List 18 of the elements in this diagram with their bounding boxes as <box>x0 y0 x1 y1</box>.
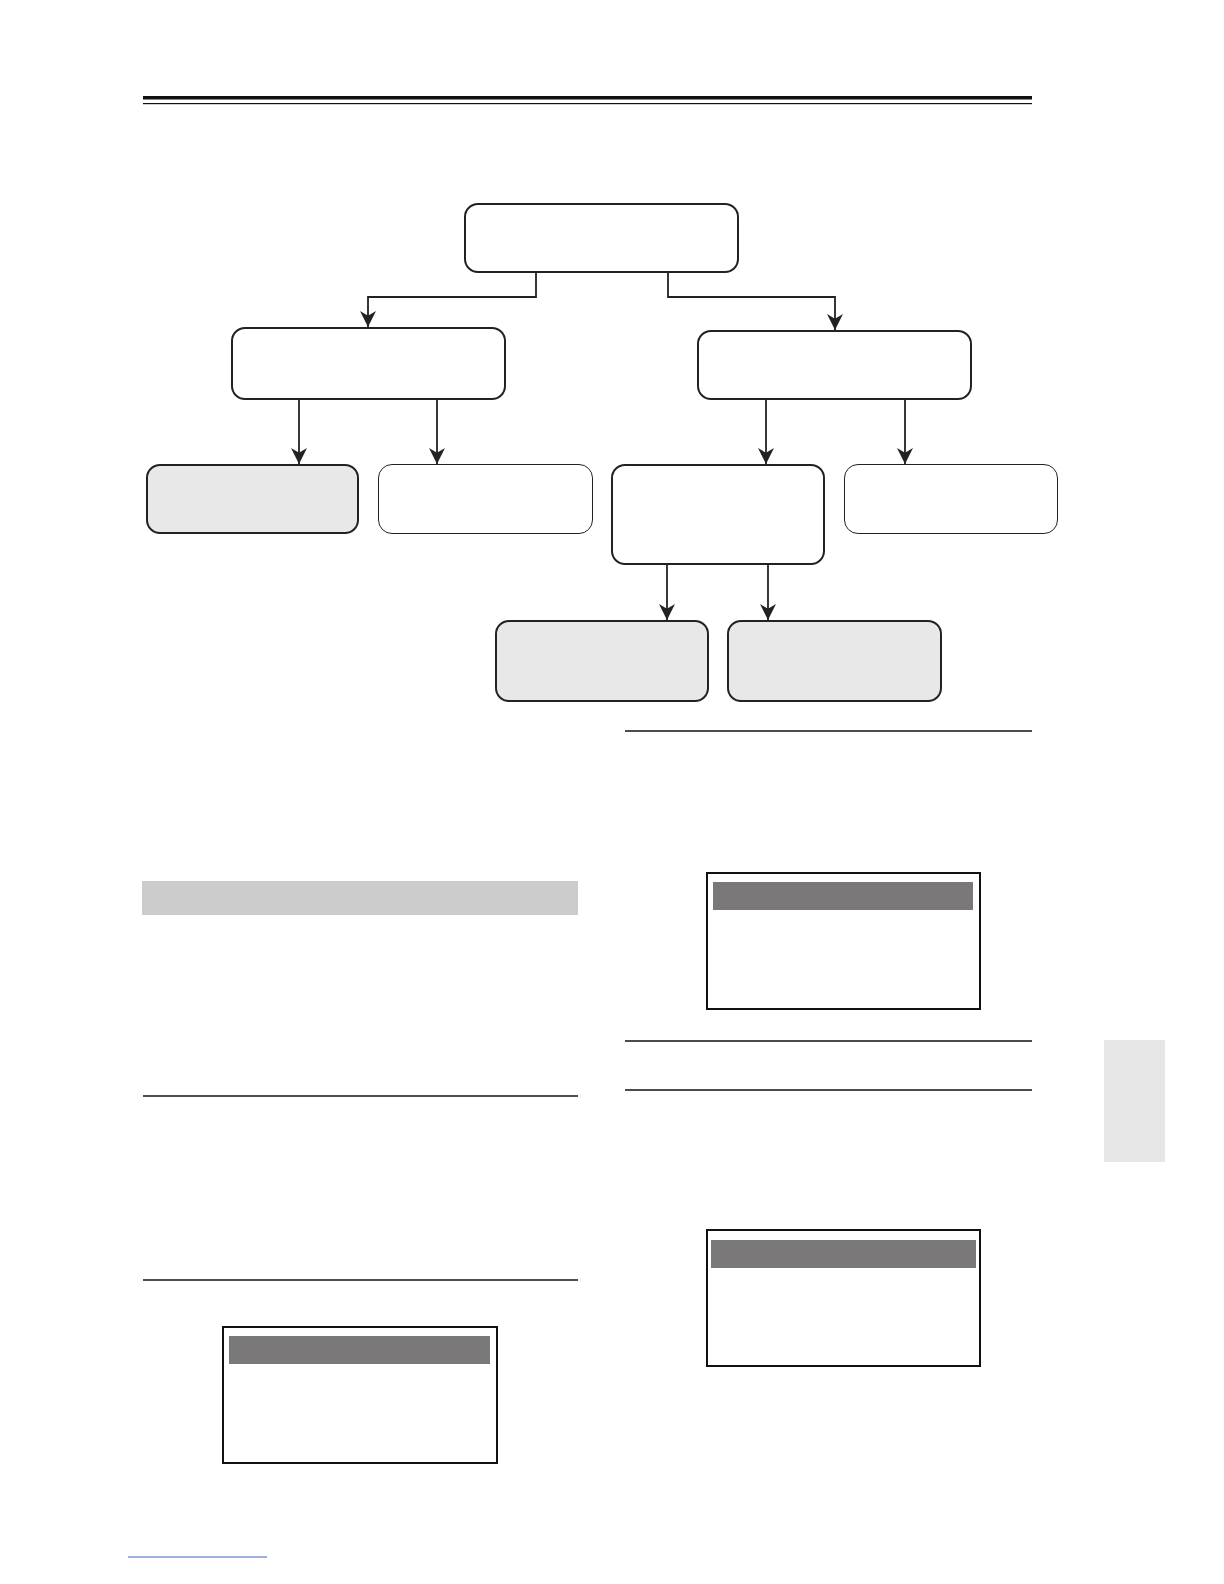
rounded-box <box>697 330 972 400</box>
rounded-box <box>231 327 506 400</box>
rounded-box <box>727 620 942 702</box>
side-tab <box>1104 1040 1165 1162</box>
arrow <box>758 399 774 465</box>
arrow <box>760 564 776 621</box>
arrow <box>897 399 913 465</box>
arrow <box>429 399 445 465</box>
arrow <box>360 272 537 328</box>
rounded-box <box>495 620 709 702</box>
rounded-box <box>464 203 739 273</box>
rounded-box <box>378 464 593 534</box>
rounded-box <box>146 464 359 534</box>
arrow <box>667 272 843 331</box>
rounded-box <box>844 464 1058 534</box>
rounded-box <box>611 464 825 565</box>
arrow <box>291 399 307 465</box>
arrow <box>659 564 675 621</box>
